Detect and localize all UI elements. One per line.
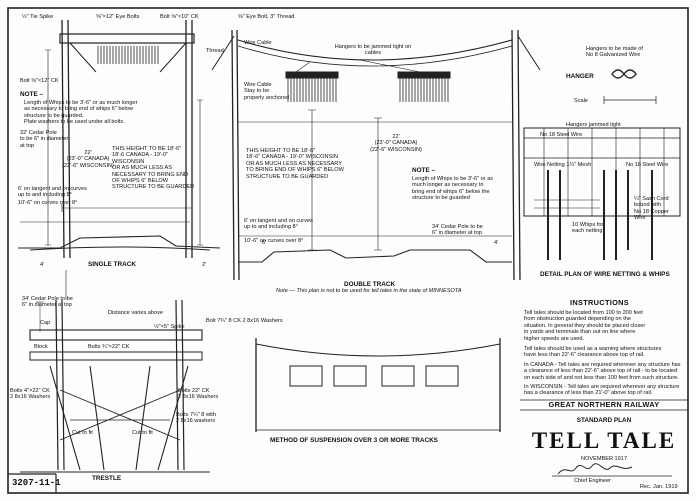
instructions-para-2: Tell tales should be used as a warning w…	[524, 346, 662, 359]
double-track-dim-22: 22' (23'-0" CANADA) (22'-6" WISCONSIN)	[370, 134, 422, 153]
double-track-dim-4ft: 4'	[494, 240, 499, 246]
single-track-note: Length of Whips to be 3'-6" or as much l…	[24, 100, 138, 126]
sash-cord-label: ¼" Sash Cord bound with No 18 Copper Wir…	[634, 196, 669, 222]
railway-name: GREAT NORTHERN RAILWAY	[548, 400, 660, 409]
detail-plan-caption: DETAIL PLAN OF WIRE NETTING & WHIPS	[540, 271, 670, 278]
scale-label: Scale	[574, 98, 588, 104]
hangers-galvanized-note: Hangers to be made of No 8 Galvanized Wi…	[586, 46, 643, 59]
detail-plan-figure	[523, 69, 681, 260]
bolts-right-label: Bolts 22" CK 2 8x16 Washers	[178, 388, 219, 401]
single-track-pole-note: 32' Cedar Pole to be 6" in diameter at t…	[20, 130, 69, 149]
hanger-label: HANGER	[566, 73, 594, 80]
double-track-whips	[287, 78, 449, 102]
trestle-figure	[20, 299, 210, 473]
tie-spike-label: ½" Tie Spike	[22, 14, 54, 20]
suspension-figure	[255, 338, 501, 432]
double-track-dim-6ft: 6'	[262, 240, 267, 246]
single-track-tangent-note: 6' on tangent and on curves up to and in…	[18, 186, 87, 199]
instructions-para-4: In WISCONSIN - Tell tales are required w…	[524, 384, 680, 397]
block-label: Block	[34, 344, 48, 350]
sheet-number: 3207-11-1	[12, 478, 61, 488]
approval-note: Rec. Jan. 1919	[640, 484, 678, 490]
minnesota-note: Note — This plan is not to be used for t…	[276, 288, 462, 294]
double-track-tangent-note: 6' on tangent and on curves up to and in…	[244, 218, 313, 231]
bolts-center-label: Bolts ¾"×22" CK	[88, 344, 130, 350]
thread-label: Thread	[206, 48, 224, 54]
wire-cable-stay-note: Wire Cable Stay to be properly anchored	[244, 82, 290, 101]
wire-cable-label: Wire Cable	[244, 40, 272, 46]
single-track-dim-4ft: 4'	[40, 262, 45, 268]
cap-label: Cap	[40, 320, 51, 326]
distance-varies-label: Distance varies above	[108, 310, 164, 316]
single-track-height-note: THIS HEIGHT TO BE 18'-6" 18'-6 CANADA - …	[112, 146, 195, 191]
drawing-date: NOVEMBER 1917	[580, 456, 627, 462]
hangers-jammed-label: Hangers jammed tight	[566, 122, 621, 128]
single-track-canada-wisconsin: 22' (23'-0" CANADA) (22'-6" WISCONSIN)	[62, 150, 114, 169]
single-track-figure	[18, 19, 221, 300]
drawing-title: TELL TALE	[531, 428, 677, 453]
double-track-height-note: THIS HEIGHT TO BE 18'-6" 18'-6" CANADA -…	[246, 148, 344, 180]
single-track-note-heading: NOTE –	[20, 91, 44, 98]
instructions-heading: INSTRUCTIONS	[570, 298, 630, 307]
signature-title: Chief Engineer	[574, 478, 612, 484]
double-track-figure	[211, 29, 541, 281]
steel-wire-left-label: No 18 Steel Wire	[540, 132, 583, 138]
double-track-caption: DOUBLE TRACK	[344, 281, 396, 288]
suspension-caption: METHOD OF SUSPENSION OVER 3 OR MORE TRAC…	[270, 437, 438, 444]
eye-bolt-thread-label: ⅝" Eye Bolt, 3" Thread	[238, 14, 295, 20]
detail-whips	[547, 170, 653, 260]
double-track-note: Length of Whips to be 3'-6" or as much l…	[412, 176, 494, 202]
eye-bolts-label: ⅝"×12" Eye Bolts	[96, 14, 140, 20]
single-track-whips	[97, 46, 159, 64]
double-track-pole-note: 34' Cedar Pole to be 6" in diameter at t…	[432, 224, 483, 237]
single-track-dim-2ft: 2'	[202, 262, 207, 268]
whips-count-label: 10 Whips for each netting	[572, 222, 604, 235]
instructions-para-3: In CANADA - Tell tales are required wher…	[524, 362, 681, 381]
trestle-pole-note: 34' Cedar Pole to be 6" in diameter at t…	[22, 296, 73, 309]
single-track-caption: SINGLE TRACK	[88, 261, 136, 268]
cut-label-right: Cut to fit	[132, 430, 153, 436]
single-track-curves-note: 10'-6" on curves over 8°	[18, 200, 78, 206]
hangers-note: Hangers to be jammed tight on cables	[334, 44, 412, 57]
cut-label-left: Cut to fit	[72, 430, 93, 436]
steel-wire-right-label: No 18 Steel Wire	[626, 162, 669, 168]
trestle-caption: TRESTLE	[92, 475, 122, 482]
double-track-note-heading: NOTE –	[412, 167, 436, 174]
instructions-para-1: Tell tales should be located from 100 to…	[524, 310, 646, 342]
bolts-lower-label: Bolts 7¼" 8 with 2 8x16 washers	[176, 412, 216, 425]
sheet-border	[7, 7, 689, 494]
engineer-signature	[557, 463, 633, 475]
bolt-label: Bolt ⅝"×10" CK	[160, 14, 199, 20]
plan-type: STANDARD PLAN	[576, 417, 632, 424]
washer-note: Bolt 7¾" 8 CK 2 8x16 Washers	[206, 318, 283, 324]
bolt-left-label: Bolt ⅝"×12" CK	[20, 78, 59, 84]
bolts-left-label: Bolts 4"×22" CK 2 8x16 Washers	[10, 388, 51, 401]
wire-netting-label: Wire Netting 1¼" Mesh	[534, 162, 592, 168]
double-track-curves-note: 10'-6" on curves over 8°	[244, 238, 304, 244]
spike-label: ½"×5" Spike	[154, 324, 185, 330]
